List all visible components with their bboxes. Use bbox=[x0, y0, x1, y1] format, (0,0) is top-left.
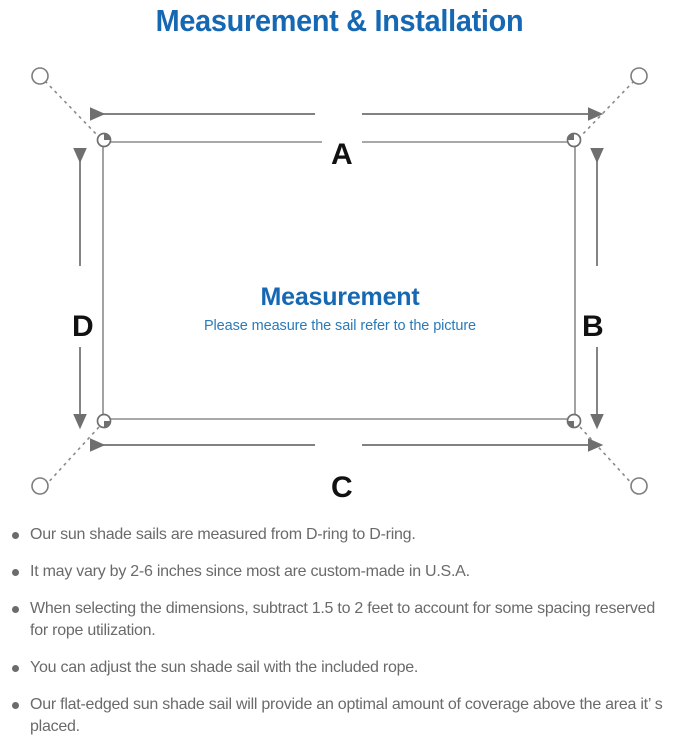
rope-lines bbox=[44, 80, 635, 487]
dimension-label-c: C bbox=[322, 473, 362, 503]
diagram-svg bbox=[31, 67, 648, 495]
dimension-arrows bbox=[73, 107, 604, 452]
d-rings bbox=[96, 132, 582, 429]
note-text: Our flat-edged sun shade sail will provi… bbox=[30, 696, 663, 735]
rope-top-left bbox=[44, 80, 100, 138]
d-ring-fill-top-right bbox=[567, 133, 574, 140]
anchor-point-top-right bbox=[630, 67, 648, 85]
bullet-icon bbox=[12, 569, 19, 576]
dimension-label-d: D bbox=[68, 307, 98, 347]
measurement-diagram: A B C D Measurement Please measure the s… bbox=[0, 44, 679, 514]
dimension-label-a: A bbox=[322, 140, 362, 170]
note-text: When selecting the dimensions, subtract … bbox=[30, 600, 655, 639]
d-ring-fill-bottom-left bbox=[104, 421, 111, 428]
bullet-icon bbox=[12, 532, 19, 539]
anchor-points bbox=[31, 67, 648, 495]
bullet-icon bbox=[12, 606, 19, 613]
list-item: When selecting the dimensions, subtract … bbox=[0, 598, 679, 642]
anchor-point-top-left bbox=[31, 67, 49, 85]
list-item: You can adjust the sun shade sail with t… bbox=[0, 657, 679, 679]
notes-list: Our sun shade sails are measured from D-… bbox=[0, 524, 679, 753]
anchor-point-bottom-left bbox=[31, 477, 49, 495]
bullet-icon bbox=[12, 702, 19, 709]
list-item: Our sun shade sails are measured from D-… bbox=[0, 524, 679, 546]
d-ring-fill-top-left bbox=[104, 133, 111, 140]
d-ring-fill-bottom-right bbox=[567, 421, 574, 428]
note-text: Our sun shade sails are measured from D-… bbox=[30, 526, 416, 543]
rope-bottom-left bbox=[44, 426, 100, 487]
note-text: It may vary by 2-6 inches since most are… bbox=[30, 563, 470, 580]
sail-rectangle bbox=[102, 141, 576, 420]
bullet-icon bbox=[12, 665, 19, 672]
rope-bottom-right bbox=[579, 426, 635, 487]
dimension-label-b: B bbox=[578, 307, 608, 347]
anchor-point-bottom-right bbox=[630, 477, 648, 495]
d-ring-fills bbox=[104, 133, 574, 428]
rope-top-right bbox=[579, 80, 635, 138]
list-item: Our flat-edged sun shade sail will provi… bbox=[0, 694, 679, 738]
page-title: Measurement & Installation bbox=[155, 3, 524, 38]
note-text: You can adjust the sun shade sail with t… bbox=[30, 659, 419, 676]
list-item: It may vary by 2-6 inches since most are… bbox=[0, 561, 679, 583]
